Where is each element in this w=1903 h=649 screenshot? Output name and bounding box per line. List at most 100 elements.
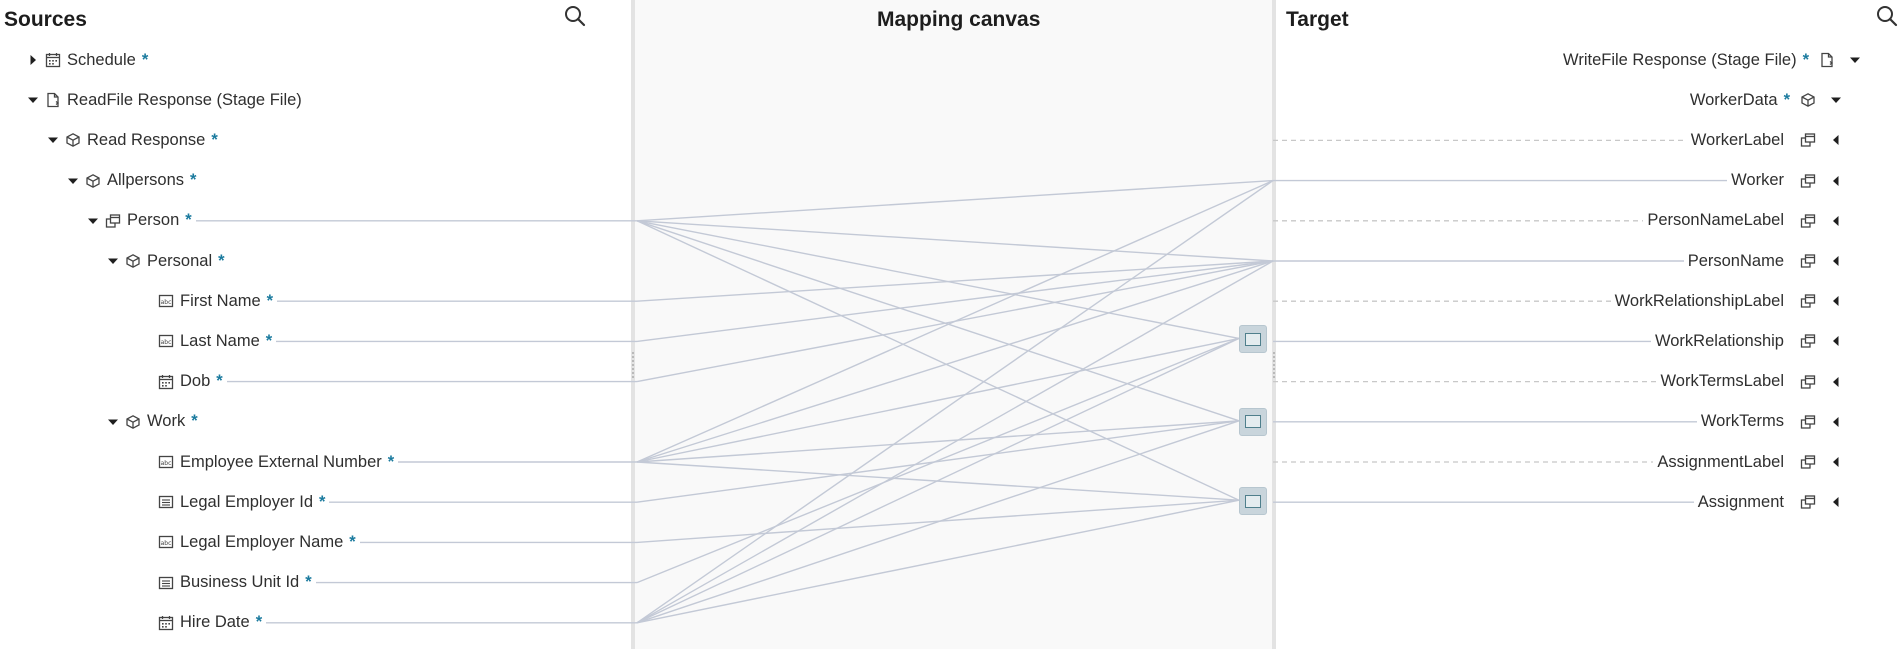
source-node-label: Read Response: [87, 130, 206, 149]
collapse-caret-icon[interactable]: [105, 414, 121, 430]
required-marker: *: [349, 532, 356, 551]
calendar-icon: [45, 52, 61, 68]
target-node-label: AssignmentLabel: [1657, 452, 1784, 471]
collection-icon: [1800, 253, 1816, 269]
source-node-label: Work: [147, 412, 186, 431]
expand-caret-icon[interactable]: [1828, 454, 1844, 470]
svg-text:abc: abc: [161, 299, 172, 306]
mapping-function-node[interactable]: [1239, 325, 1267, 354]
mapping-function-node[interactable]: [1239, 407, 1267, 436]
collapse-caret-icon[interactable]: [45, 132, 61, 148]
target-splitter[interactable]: [1272, 0, 1276, 649]
source-node-legal-employer-name[interactable]: abc Legal Employer Name *: [158, 529, 356, 555]
collection-icon: [1800, 494, 1816, 510]
target-node-label: WorkerLabel: [1690, 130, 1784, 149]
expand-caret-icon[interactable]: [1828, 293, 1844, 309]
collection-icon: [105, 213, 121, 229]
source-node-dob[interactable]: Dob*: [158, 369, 223, 395]
target-node-personname[interactable]: PersonName: [1688, 248, 1844, 274]
source-node-read-response[interactable]: Read Response *: [45, 127, 218, 153]
required-marker: *: [141, 50, 149, 69]
target-node-workerdata[interactable]: WorkerData*: [1690, 87, 1844, 113]
target-node-label: WorkTermsLabel: [1660, 372, 1784, 391]
collapse-caret-icon[interactable]: [25, 92, 41, 108]
expand-caret-icon[interactable]: [1828, 213, 1844, 229]
target-title: Target: [1286, 8, 1349, 31]
source-node-label: Dob: [180, 372, 211, 391]
source-node-label: Legal Employer Id: [180, 492, 313, 511]
required-marker: *: [211, 130, 218, 149]
function-icon: [1245, 332, 1261, 346]
target-node-label: WorkRelationship: [1654, 331, 1784, 350]
expand-caret-icon[interactable]: [1828, 132, 1844, 148]
string-icon: abc: [158, 454, 174, 470]
required-marker: *: [185, 211, 192, 230]
number-icon: [158, 575, 174, 591]
source-node-readfile-response-stage-file[interactable]: ReadFile Response (Stage File): [25, 87, 308, 113]
function-icon: [1245, 415, 1261, 429]
target-node-workrelationship[interactable]: WorkRelationship: [1655, 328, 1844, 354]
expand-caret-icon[interactable]: [1828, 494, 1844, 510]
source-node-label: Legal Employer Name: [180, 532, 344, 551]
expand-caret-icon[interactable]: [1828, 173, 1844, 189]
collapse-caret-icon[interactable]: [65, 173, 81, 189]
collapse-caret-icon[interactable]: [1828, 92, 1844, 108]
sources-splitter-handle[interactable]: [632, 352, 634, 378]
required-marker: *: [1802, 50, 1809, 69]
target-node-workerlabel[interactable]: WorkerLabel: [1691, 127, 1844, 153]
collection-icon: [1800, 414, 1816, 430]
target-node-workrelationshiplabel[interactable]: WorkRelationshipLabel: [1615, 288, 1844, 314]
mapping-function-node[interactable]: [1239, 487, 1267, 516]
target-node-writefile-response-stage-file[interactable]: WriteFile Response (Stage File)*: [1563, 47, 1863, 73]
target-node-assignmentlabel[interactable]: AssignmentLabel: [1657, 449, 1844, 475]
source-node-schedule[interactable]: Schedule *: [25, 47, 148, 73]
search-icon: [1877, 6, 1898, 27]
collection-icon: [1800, 374, 1816, 390]
collection-icon: [1800, 132, 1816, 148]
collapse-caret-icon[interactable]: [1847, 52, 1863, 68]
target-node-assignment[interactable]: Assignment: [1698, 489, 1844, 515]
expand-caret-icon[interactable]: [1828, 374, 1844, 390]
source-node-business-unit-id[interactable]: Business Unit Id*: [158, 570, 312, 596]
target-node-worker[interactable]: Worker: [1731, 168, 1844, 194]
sources-search-button[interactable]: [561, 2, 589, 30]
string-icon: abc: [158, 333, 174, 349]
mapping-canvas-area[interactable]: [633, 0, 1273, 649]
target-node-label: PersonNameLabel: [1647, 211, 1784, 230]
sources-title: Sources: [4, 8, 87, 31]
source-node-label: Personal: [147, 251, 213, 270]
collection-icon: [1800, 293, 1816, 309]
target-node-workterms[interactable]: WorkTerms: [1701, 409, 1844, 435]
collapse-caret-icon[interactable]: [105, 253, 121, 269]
source-node-work[interactable]: Work *: [105, 409, 198, 435]
required-marker: *: [319, 492, 326, 511]
expand-caret-icon[interactable]: [25, 52, 41, 68]
expand-caret-icon[interactable]: [1828, 414, 1844, 430]
expand-caret-icon[interactable]: [1828, 333, 1844, 349]
source-node-person[interactable]: Person*: [85, 208, 192, 234]
collection-icon: [1800, 333, 1816, 349]
source-node-label: Schedule: [67, 50, 136, 69]
source-node-legal-employer-id[interactable]: Legal Employer Id *: [158, 489, 325, 515]
expand-caret-icon[interactable]: [1828, 253, 1844, 269]
target-node-label: WorkerData: [1689, 90, 1778, 109]
source-node-label: Employee External Number: [180, 452, 382, 471]
source-node-allpersons[interactable]: Allpersons*: [65, 168, 196, 194]
source-node-hire-date[interactable]: Hire Date*: [158, 610, 262, 636]
object-icon: [125, 414, 141, 430]
required-marker: *: [191, 412, 198, 431]
source-node-personal[interactable]: Personal*: [105, 248, 225, 274]
sources-splitter[interactable]: [631, 0, 635, 649]
collapse-caret-icon[interactable]: [85, 213, 101, 229]
svg-text:abc: abc: [161, 540, 172, 547]
target-node-label: Worker: [1731, 171, 1784, 190]
target-node-personnamelabel[interactable]: PersonNameLabel: [1647, 208, 1844, 234]
calendar-icon: [158, 615, 174, 631]
file-icon: [45, 92, 61, 108]
target-node-worktermslabel[interactable]: WorkTermsLabel: [1661, 369, 1844, 395]
target-splitter-handle[interactable]: [1273, 352, 1275, 378]
target-search-button[interactable]: [1873, 2, 1901, 30]
